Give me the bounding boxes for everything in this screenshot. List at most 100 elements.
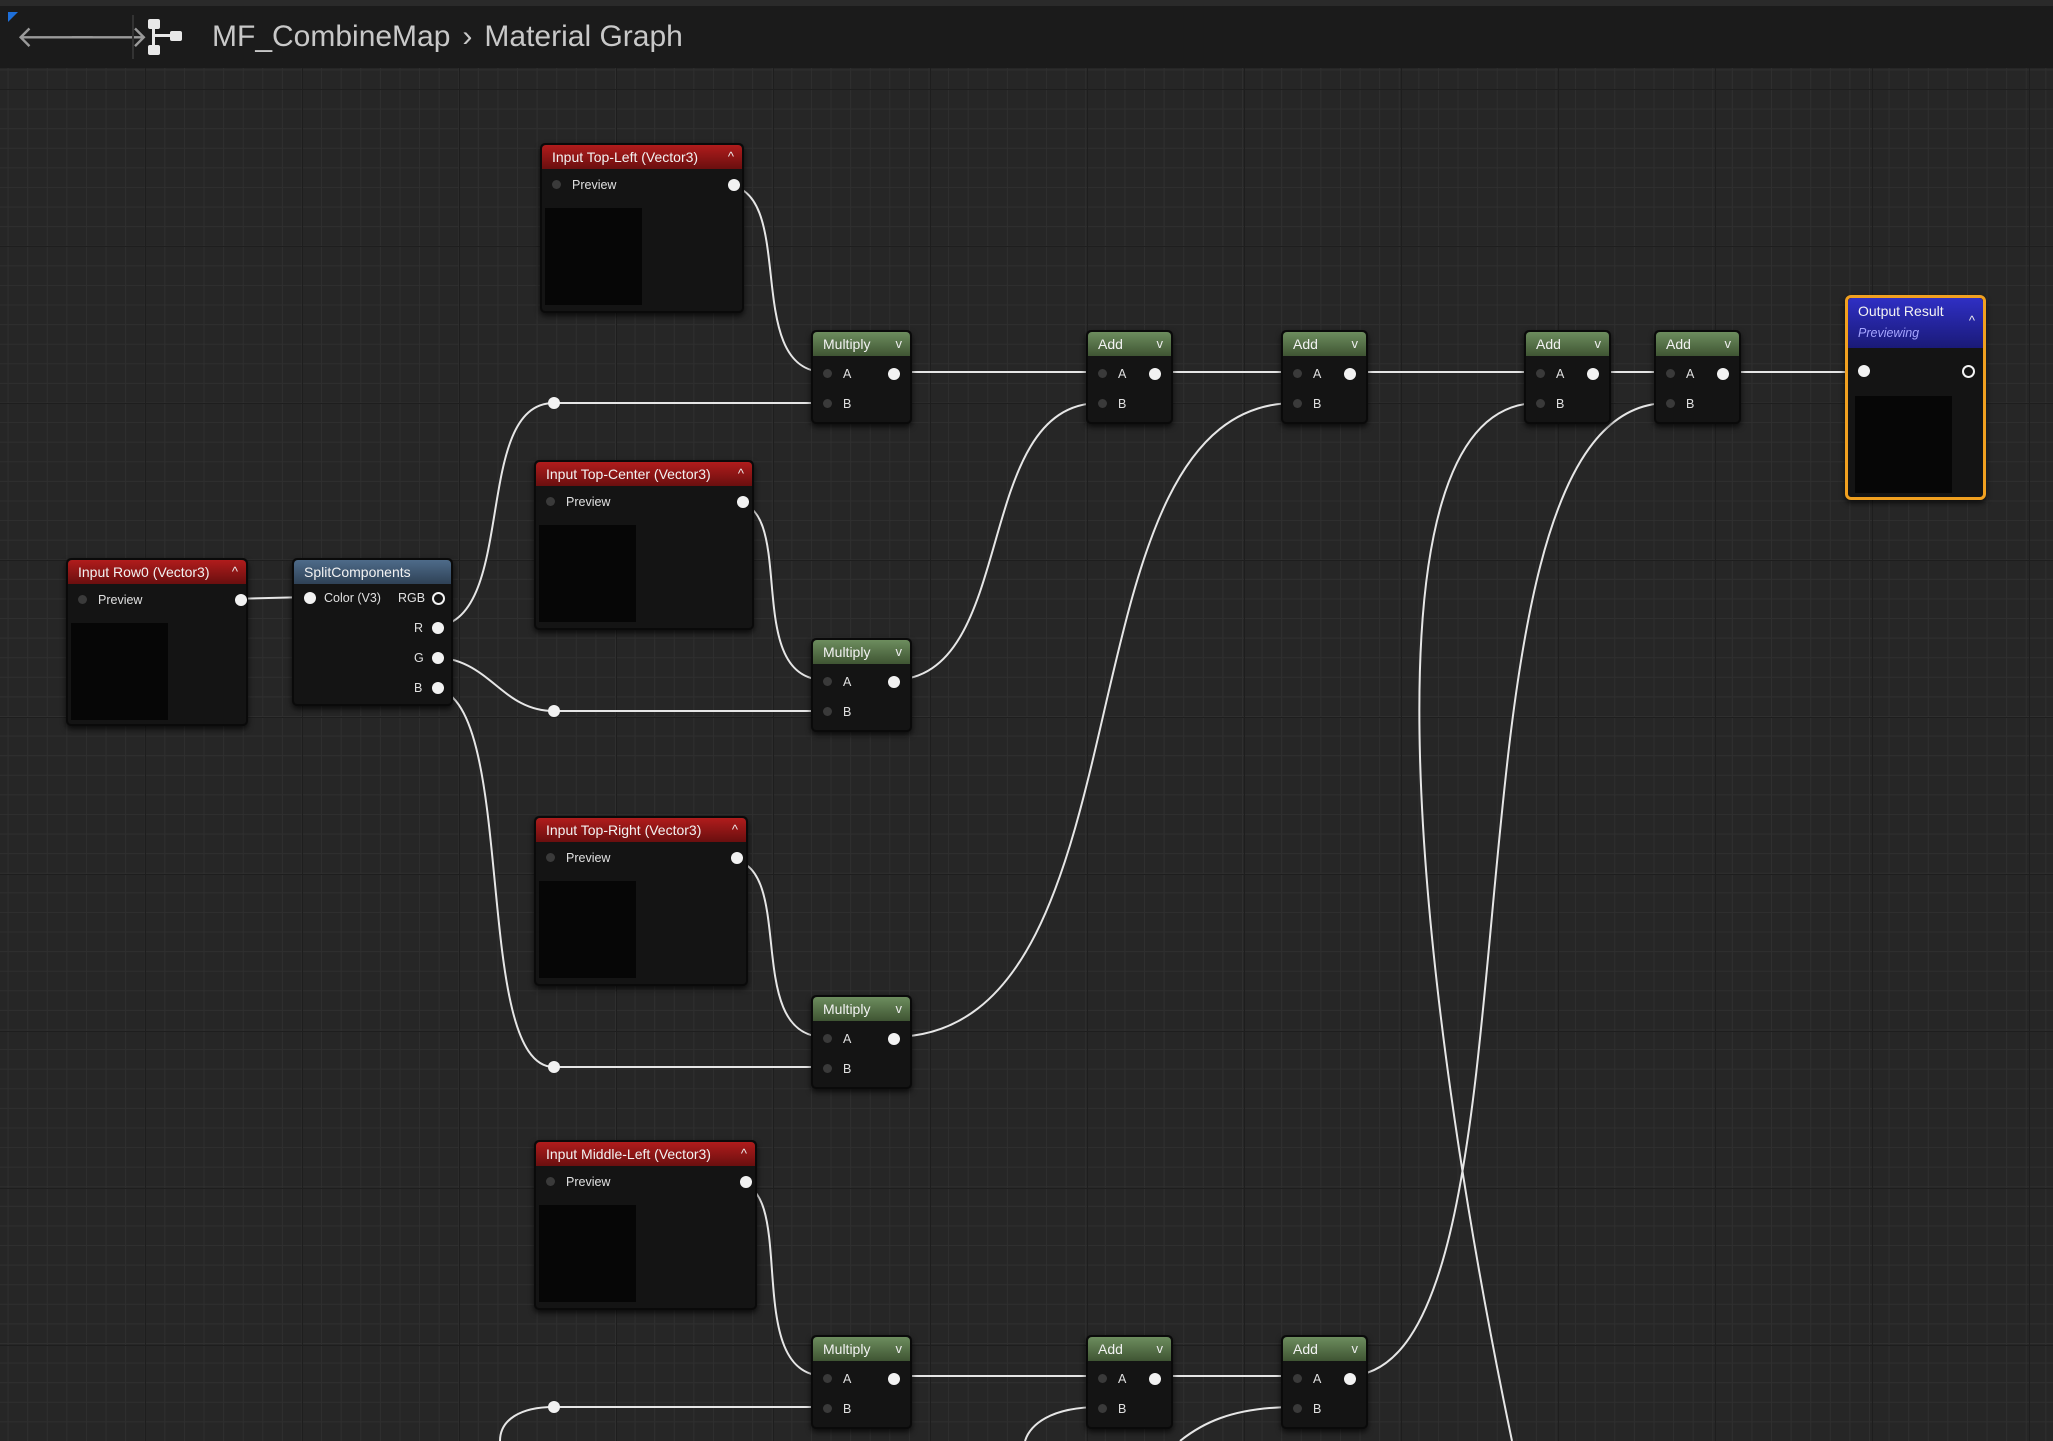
- pin-in[interactable]: [78, 595, 87, 604]
- pin-out[interactable]: [740, 1176, 752, 1188]
- pin-in[interactable]: [823, 677, 832, 686]
- collapse-chevron-icon[interactable]: ^: [727, 149, 734, 164]
- pin-row-b: B: [823, 1060, 903, 1078]
- node-title: Multiply: [823, 644, 871, 660]
- pin-label: B: [1313, 397, 1322, 411]
- collapse-chevron-icon[interactable]: ^: [731, 822, 738, 837]
- node-title: Add: [1293, 1341, 1318, 1357]
- dropdown-chevron-icon[interactable]: v: [1351, 1341, 1359, 1356]
- pin-out[interactable]: [432, 622, 444, 634]
- dropdown-chevron-icon[interactable]: v: [895, 1001, 903, 1016]
- pin-out[interactable]: [1344, 1373, 1356, 1385]
- node-split-components[interactable]: SplitComponents Color (V3) RGB R G B: [292, 558, 453, 706]
- node-title: Multiply: [823, 336, 871, 352]
- pin-in[interactable]: [546, 1177, 555, 1186]
- dropdown-chevron-icon[interactable]: v: [1724, 336, 1732, 351]
- toolbar: 🡐 🡒 MF_CombineMap › Material Graph: [0, 0, 2053, 68]
- collapse-chevron-icon[interactable]: ^: [1968, 313, 1975, 328]
- pin-in[interactable]: [823, 1064, 832, 1073]
- dropdown-chevron-icon[interactable]: v: [895, 336, 903, 351]
- pin-out[interactable]: [737, 496, 749, 508]
- breadcrumb-graph[interactable]: Material Graph: [484, 20, 683, 53]
- dropdown-chevron-icon[interactable]: v: [895, 1341, 903, 1356]
- pin-in[interactable]: [546, 853, 555, 862]
- pin-in[interactable]: [1098, 1404, 1107, 1413]
- pin-in[interactable]: [823, 1374, 832, 1383]
- dropdown-chevron-icon[interactable]: v: [1351, 336, 1359, 351]
- pin-in[interactable]: [823, 1034, 832, 1043]
- pin-out[interactable]: [728, 179, 740, 191]
- pin-out[interactable]: [432, 652, 444, 664]
- node-input-middle-left[interactable]: Input Middle-Left (Vector3)^ Preview: [534, 1140, 757, 1310]
- node-input-top-right[interactable]: Input Top-Right (Vector3)^ Preview: [534, 816, 748, 986]
- pin-in[interactable]: [823, 707, 832, 716]
- pin-out[interactable]: [235, 594, 247, 606]
- pin-out[interactable]: [1149, 368, 1161, 380]
- pin-label: B: [1686, 397, 1695, 411]
- dropdown-chevron-icon[interactable]: v: [1156, 1341, 1164, 1356]
- node-output-result[interactable]: Output Result Previewing ^: [1845, 295, 1986, 500]
- pin-out[interactable]: [888, 368, 900, 380]
- pin-in[interactable]: [546, 497, 555, 506]
- node-input-top-left[interactable]: Input Top-Left (Vector3)^ Preview: [540, 143, 744, 313]
- pin-out[interactable]: [888, 676, 900, 688]
- pin-out[interactable]: [888, 1033, 900, 1045]
- pin-row-b: B: [1666, 395, 1732, 413]
- pin-label: G: [414, 651, 424, 665]
- collapse-chevron-icon[interactable]: ^: [231, 564, 238, 579]
- pin-in[interactable]: [1098, 369, 1107, 378]
- pin-out[interactable]: [888, 1373, 900, 1385]
- pin-in[interactable]: [1536, 399, 1545, 408]
- graph-hierarchy-icon[interactable]: [146, 17, 186, 57]
- pin-in[interactable]: [1293, 399, 1302, 408]
- pin-out[interactable]: [1344, 368, 1356, 380]
- pin-row-a: A: [823, 1030, 903, 1048]
- node-input-top-center[interactable]: Input Top-Center (Vector3)^ Preview: [534, 460, 754, 630]
- collapse-chevron-icon[interactable]: ^: [737, 466, 744, 481]
- pin-in[interactable]: [1666, 369, 1675, 378]
- dropdown-chevron-icon[interactable]: v: [1594, 336, 1602, 351]
- pin-out[interactable]: [731, 852, 743, 864]
- dropdown-chevron-icon[interactable]: v: [895, 644, 903, 659]
- pin-out[interactable]: [1962, 365, 1975, 378]
- pin-in[interactable]: [823, 369, 832, 378]
- pin-out[interactable]: [432, 592, 445, 605]
- pin-in[interactable]: [1858, 365, 1870, 377]
- pin-in[interactable]: [552, 180, 561, 189]
- forward-arrow-icon[interactable]: 🡒: [68, 21, 149, 54]
- pin-in[interactable]: [823, 399, 832, 408]
- pin-in[interactable]: [1293, 1374, 1302, 1383]
- pin-label: Preview: [566, 1175, 611, 1189]
- pin-in[interactable]: [1536, 369, 1545, 378]
- pin-in[interactable]: [1293, 369, 1302, 378]
- pin-in[interactable]: [823, 1404, 832, 1413]
- node-input-row0[interactable]: Input Row0 (Vector3)^ Preview: [66, 558, 248, 726]
- pin-in[interactable]: [1098, 1374, 1107, 1383]
- pin-row-b: B: [823, 703, 903, 721]
- collapse-chevron-icon[interactable]: ^: [740, 1146, 747, 1161]
- dropdown-chevron-icon[interactable]: v: [1156, 336, 1164, 351]
- pin-out[interactable]: [1149, 1373, 1161, 1385]
- pin-in[interactable]: [1293, 1404, 1302, 1413]
- pin-in[interactable]: [304, 592, 316, 604]
- back-arrow-icon[interactable]: 🡐: [16, 21, 97, 54]
- preview-pin-row: Preview: [78, 591, 247, 609]
- pin-in[interactable]: [1098, 399, 1107, 408]
- pin-out[interactable]: [432, 682, 444, 694]
- pin-out[interactable]: [1717, 368, 1729, 380]
- breadcrumb-asset[interactable]: MF_CombineMap: [212, 20, 451, 53]
- pin-out[interactable]: [1587, 368, 1599, 380]
- pin-in[interactable]: [1666, 399, 1675, 408]
